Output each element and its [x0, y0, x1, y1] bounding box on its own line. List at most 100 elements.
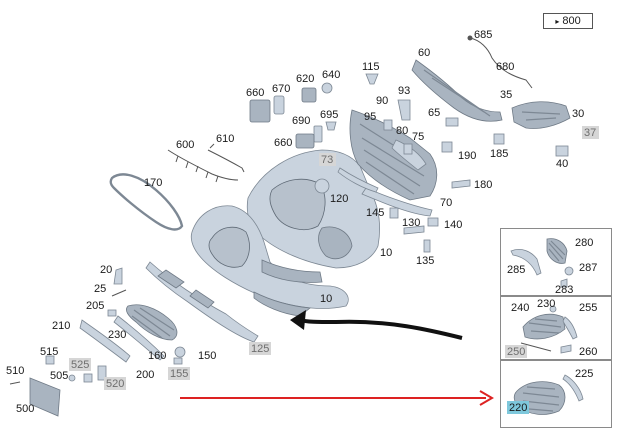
callout-250[interactable]: 250: [507, 346, 525, 358]
bracket-73[interactable]: [337, 167, 379, 193]
callout-225[interactable]: 225: [575, 368, 593, 380]
callout-95[interactable]: 95: [364, 111, 376, 123]
callout-620[interactable]: 620: [296, 73, 314, 85]
callout-205[interactable]: 205: [86, 300, 104, 312]
callout-20[interactable]: 20: [100, 264, 112, 276]
callout-35[interactable]: 35: [500, 89, 512, 101]
callout-260[interactable]: 260: [579, 346, 597, 358]
callout-500[interactable]: 500: [16, 403, 34, 415]
bracket-670[interactable]: [273, 95, 285, 115]
callout-610[interactable]: 610: [216, 133, 234, 145]
callout-135[interactable]: 135: [416, 255, 434, 267]
callout-180[interactable]: 180: [474, 179, 492, 191]
trim-255[interactable]: [562, 316, 578, 340]
callout-600[interactable]: 600: [176, 139, 194, 151]
callout-690[interactable]: 690: [292, 115, 310, 127]
bracket-690[interactable]: [313, 125, 323, 143]
grille-frame-170[interactable]: [109, 173, 184, 231]
callout-520[interactable]: 520: [106, 378, 124, 390]
inset-panel-280[interactable]: 280 285 287 283: [500, 228, 612, 296]
clip-640[interactable]: [321, 82, 333, 94]
callout-190[interactable]: 190: [458, 150, 476, 162]
callout-287[interactable]: 287: [579, 262, 597, 274]
callout-280[interactable]: 280: [575, 237, 593, 249]
callout-240[interactable]: 240: [511, 302, 529, 314]
callout-25[interactable]: 25: [94, 283, 106, 295]
bracket-93[interactable]: [397, 99, 411, 121]
module-620[interactable]: [301, 87, 317, 103]
trim-225[interactable]: [562, 374, 584, 402]
rod-25[interactable]: [111, 289, 127, 297]
bolt-135[interactable]: [423, 239, 431, 253]
callout-230-b[interactable]: 230: [537, 298, 555, 310]
crossmember-assembly-90[interactable]: [349, 109, 438, 217]
bracket-610[interactable]: [207, 143, 245, 173]
upper-carrier-60[interactable]: [411, 59, 503, 122]
cap-120[interactable]: [314, 178, 330, 194]
callout-670[interactable]: 670: [272, 83, 290, 95]
clip-190[interactable]: [441, 141, 453, 153]
callout-255[interactable]: 255: [579, 302, 597, 314]
plate-525[interactable]: [97, 365, 107, 381]
callout-70[interactable]: 70: [440, 197, 452, 209]
clip-695[interactable]: [325, 121, 337, 131]
wire-680[interactable]: [467, 35, 533, 89]
bumper-cover-upper[interactable]: [246, 149, 380, 269]
callout-685[interactable]: 685: [474, 29, 492, 41]
clip-95-80[interactable]: [383, 119, 393, 131]
callout-140[interactable]: 140: [444, 219, 462, 231]
callout-515[interactable]: 515: [40, 346, 58, 358]
callout-525[interactable]: 525: [71, 359, 89, 371]
sensor-harness-600[interactable]: [167, 149, 239, 183]
clip-205-small[interactable]: [107, 309, 117, 317]
clip-40[interactable]: [555, 145, 569, 157]
inset-panel-220[interactable]: 225 220: [500, 360, 612, 428]
callout-283[interactable]: 283: [555, 284, 573, 296]
bracket-660-a[interactable]: [249, 99, 271, 123]
trim-strip-200[interactable]: [113, 315, 165, 361]
clip-185[interactable]: [493, 133, 505, 145]
screw-510[interactable]: [9, 381, 21, 385]
callout-120[interactable]: 120: [330, 193, 348, 205]
callout-660-b[interactable]: 660: [274, 137, 292, 149]
clip-150[interactable]: [174, 346, 186, 358]
callout-170[interactable]: 170: [144, 177, 162, 189]
callout-130[interactable]: 130: [402, 217, 420, 229]
clip-65[interactable]: [445, 117, 459, 127]
callout-160[interactable]: 160: [148, 350, 166, 362]
callout-93[interactable]: 93: [398, 85, 410, 97]
strip-250[interactable]: [520, 342, 552, 352]
clip-140[interactable]: [427, 217, 439, 227]
clip-287[interactable]: [564, 266, 574, 276]
clip-283[interactable]: [560, 278, 568, 288]
inset-panel-240[interactable]: 240 230 255 250 260: [500, 296, 612, 360]
clip-260[interactable]: [560, 344, 572, 354]
clip-130[interactable]: [403, 225, 425, 235]
license-plate-mount-500[interactable]: [29, 377, 61, 417]
clip-230-b[interactable]: [549, 305, 557, 313]
clip-20[interactable]: [113, 267, 123, 285]
callout-60[interactable]: 60: [418, 47, 430, 59]
callout-220-selected[interactable]: 220: [509, 402, 527, 414]
reference-link-800[interactable]: ▸ 800: [543, 13, 593, 29]
callout-40[interactable]: 40: [556, 158, 568, 170]
clip-505[interactable]: [68, 374, 76, 382]
callout-90[interactable]: 90: [376, 95, 388, 107]
callout-680[interactable]: 680: [496, 61, 514, 73]
strip-180[interactable]: [451, 179, 471, 189]
bolt-520[interactable]: [83, 373, 93, 383]
bumper-cover-lower[interactable]: [190, 205, 349, 317]
side-grille-205[interactable]: [126, 304, 178, 341]
clip-145[interactable]: [389, 207, 399, 219]
callout-695[interactable]: 695: [320, 109, 338, 121]
callout-75[interactable]: 75: [412, 131, 424, 143]
lower-spoiler-125[interactable]: [145, 261, 259, 343]
clip-115[interactable]: [365, 73, 379, 85]
side-bracket-30[interactable]: [511, 101, 571, 129]
callout-230-a[interactable]: 230: [108, 329, 126, 341]
callout-185[interactable]: 185: [490, 148, 508, 160]
trim-285[interactable]: [510, 249, 542, 276]
callout-660-a[interactable]: 660: [246, 87, 264, 99]
callout-285[interactable]: 285: [507, 264, 525, 276]
callout-115[interactable]: 115: [362, 61, 380, 73]
